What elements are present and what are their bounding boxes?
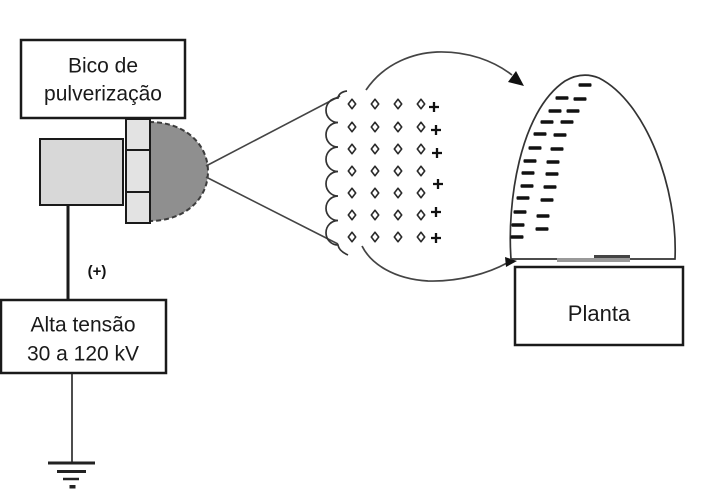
droplet-icon — [393, 98, 403, 110]
cloud-bottom-arrowhead-icon — [505, 257, 517, 267]
negative-charge-icon — [578, 83, 592, 87]
droplet-icon — [393, 231, 403, 243]
nozzle-dome — [148, 120, 210, 223]
spray-cone-line-lower — [205, 176, 339, 245]
droplet-icon — [416, 143, 426, 155]
droplet-icon — [347, 143, 357, 155]
negative-charge-icon — [560, 120, 574, 124]
droplet-icon — [370, 98, 380, 110]
droplet-icon — [393, 209, 403, 221]
droplet-icon — [347, 231, 357, 243]
negative-charge-icon — [546, 160, 560, 164]
negative-charge-icon — [510, 235, 524, 239]
negative-charge-icon — [545, 172, 559, 176]
negative-charge-icon — [536, 214, 550, 218]
plant-base-shade-dark — [594, 255, 630, 258]
droplet-icon — [347, 121, 357, 133]
plant-label-box — [513, 265, 685, 347]
nozzle-collar-bottom — [125, 191, 151, 224]
droplet-icon — [347, 187, 357, 199]
droplet-icon — [416, 231, 426, 243]
plant-base-shade — [557, 258, 630, 262]
droplet-icon — [370, 209, 380, 221]
droplet-icon — [347, 98, 357, 110]
cloud-top-arc — [365, 51, 513, 91]
cloud-top-arrowhead-icon — [508, 71, 524, 86]
positive-charge-icon — [431, 125, 441, 135]
ground-bar-4 — [69, 485, 76, 489]
nozzle-collar-top — [125, 118, 151, 151]
negative-charge-icon — [555, 96, 569, 100]
positive-charge-icon — [433, 179, 443, 189]
plant-negative-charges — [510, 83, 592, 239]
negative-charge-icon — [513, 210, 527, 214]
negative-charge-icon — [573, 97, 587, 101]
droplet-icon — [416, 209, 426, 221]
droplet-icon — [370, 121, 380, 133]
droplet-icon — [416, 98, 426, 110]
spray-cone-line-upper — [205, 95, 341, 167]
positive-charge-icon — [431, 233, 441, 243]
negative-charge-icon — [511, 223, 525, 227]
plant-label: Planta — [568, 301, 631, 326]
negative-charge-icon — [553, 133, 567, 137]
negative-charge-icon — [528, 146, 542, 150]
high-voltage-supply: (+) Alta tensão 30 a 120 kV — [0, 204, 168, 489]
droplet-icon — [370, 143, 380, 155]
droplet-icon — [416, 165, 426, 177]
cloud-bottom-arc — [361, 245, 508, 282]
nozzle-label-box — [19, 38, 187, 120]
negative-charge-icon — [523, 159, 537, 163]
droplet-icon — [347, 165, 357, 177]
high-voltage-box — [0, 298, 168, 375]
droplet-icon — [416, 187, 426, 199]
positive-charge-icon — [432, 148, 442, 158]
negative-charge-icon — [540, 120, 554, 124]
negative-charge-icon — [543, 185, 557, 189]
droplet-grid — [347, 98, 426, 243]
positive-charge-icon — [431, 207, 441, 217]
droplet-icon — [393, 143, 403, 155]
positive-charges — [429, 102, 443, 243]
droplet-icon — [416, 121, 426, 133]
spray-nozzle: Bico de pulverização — [19, 38, 210, 224]
high-voltage-line1: Alta tensão — [30, 314, 135, 337]
negative-charge-icon — [521, 171, 535, 175]
negative-charge-icon — [516, 196, 530, 200]
droplet-icon — [370, 187, 380, 199]
nozzle-label-line2: pulverização — [44, 83, 162, 106]
droplet-icon — [347, 209, 357, 221]
atomization-scallop-edge — [325, 90, 349, 256]
positive-charge-icon — [429, 102, 439, 112]
negative-charge-icon — [548, 109, 562, 113]
droplet-icon — [393, 121, 403, 133]
ground-symbol-icon — [48, 461, 95, 489]
droplet-icon — [370, 231, 380, 243]
nozzle-body — [39, 138, 124, 206]
high-voltage-line2: 30 a 120 kV — [27, 343, 139, 366]
spray-cloud — [205, 51, 524, 282]
plant: Planta — [509, 74, 685, 347]
droplet-icon — [370, 165, 380, 177]
droplet-icon — [393, 165, 403, 177]
negative-charge-icon — [533, 132, 547, 136]
plant-canopy-outline — [509, 74, 676, 260]
nozzle-collar-middle — [125, 149, 151, 193]
polarity-label: (+) — [88, 263, 107, 280]
negative-charge-icon — [550, 147, 564, 151]
negative-charge-icon — [520, 184, 534, 188]
negative-charge-icon — [566, 109, 580, 113]
negative-charge-icon — [540, 198, 554, 202]
negative-charge-icon — [535, 227, 549, 231]
nozzle-label-line1: Bico de — [68, 55, 138, 78]
droplet-icon — [393, 187, 403, 199]
